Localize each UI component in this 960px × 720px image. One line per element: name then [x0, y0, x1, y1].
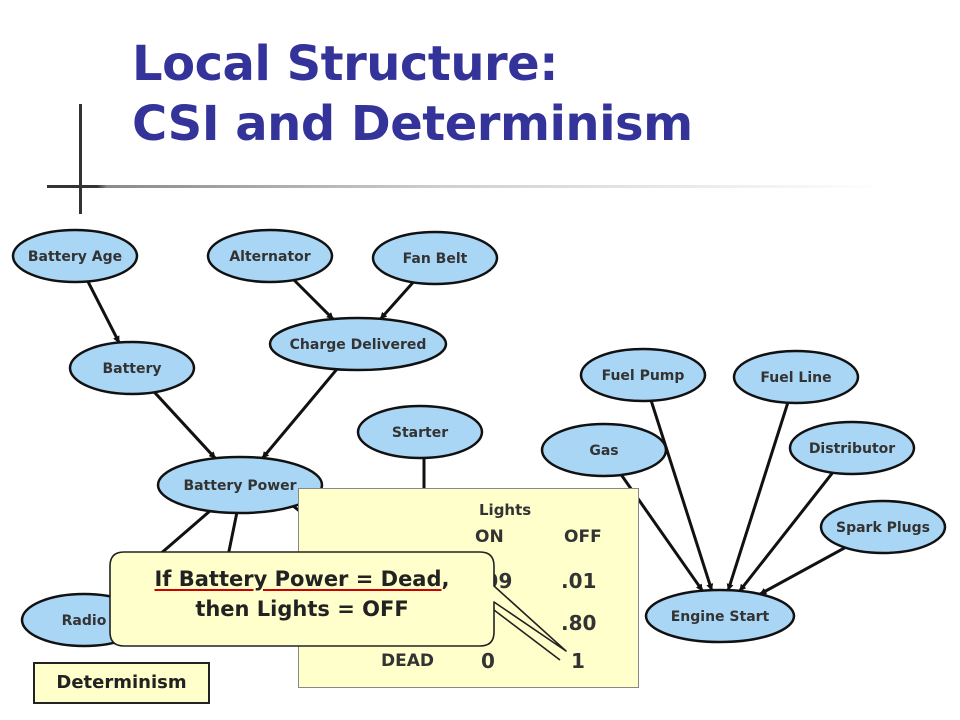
node-spark-plugs-ellipse	[819, 499, 947, 555]
node-fuel-line: Fuel Line	[732, 349, 860, 405]
edge-fuel-line-to-engine-start	[726, 402, 790, 591]
edge-distributor-to-engine-start	[738, 471, 834, 592]
callout-line-2: then Lights = OFF	[195, 597, 409, 621]
node-fan-belt: Fan Belt	[371, 230, 499, 286]
node-engine-start-ellipse	[644, 588, 796, 644]
node-spark-plugs-label: Spark Plugs	[836, 520, 930, 536]
node-distributor: Distributor	[788, 420, 916, 476]
edge-spark-plugs-to-engine-start	[759, 546, 846, 596]
node-battery-label: Battery	[102, 361, 161, 377]
cpt-row3-label: DEAD	[381, 651, 434, 671]
cpt-row3-off-value: 1	[571, 649, 585, 673]
edge-battery-power-lights	[226, 511, 239, 557]
determinism-tag: Determinism	[33, 662, 210, 704]
determinism-callout: If Battery Power = Dead, then Lights = O…	[108, 550, 567, 661]
cpt-row3-on-value: 0	[481, 649, 495, 673]
node-battery-age-label: Battery Age	[28, 249, 122, 265]
node-battery-power-ellipse	[156, 455, 324, 515]
node-battery: Battery	[68, 340, 196, 396]
node-battery-age: Battery Age	[11, 228, 139, 284]
node-battery-power: Battery Power	[156, 455, 324, 515]
cpt-col-on-header: ON	[475, 527, 504, 547]
node-fan-belt-ellipse	[371, 230, 499, 286]
title-decoration-horizontal	[47, 185, 887, 188]
cpt-col-off-header: OFF	[564, 527, 602, 547]
slide-title: Local Structure: CSI and Determinism	[132, 34, 693, 154]
cpt-row2-off-value: .80	[561, 611, 597, 635]
callout-shape	[109, 551, 567, 661]
edge-fuel-pump-to-engine-start	[649, 400, 714, 591]
edge-charge-delivered-to-battery-power	[261, 368, 339, 460]
node-charge-delivered-ellipse	[268, 316, 448, 372]
node-battery-age-ellipse	[11, 228, 139, 284]
node-alternator-label: Alternator	[229, 249, 310, 265]
node-charge-delivered-label: Charge Delivered	[290, 337, 427, 353]
node-gas: Gas	[540, 422, 668, 478]
node-engine-start-label: Engine Start	[671, 609, 770, 625]
node-radio-label: Radio	[62, 613, 107, 629]
node-battery-ellipse	[68, 340, 196, 396]
title-decoration-vertical	[79, 104, 82, 214]
node-engine-start: Engine Start	[644, 588, 796, 644]
node-distributor-label: Distributor	[809, 441, 895, 457]
callout-text: If Battery Power = Dead, then Lights = O…	[108, 564, 496, 624]
edge-battery-to-battery-power	[153, 391, 217, 460]
callout-condition: If Battery Power = Dead	[154, 567, 442, 591]
node-fuel-pump-ellipse	[579, 347, 707, 403]
node-fan-belt-label: Fan Belt	[403, 251, 468, 267]
node-fuel-pump-label: Fuel Pump	[602, 368, 685, 384]
node-charge-delivered: Charge Delivered	[268, 316, 448, 372]
title-line-2: CSI and Determinism	[132, 96, 693, 152]
cpt-variable-label: Lights	[479, 501, 532, 519]
node-starter: Starter	[356, 404, 484, 460]
node-alternator-ellipse	[206, 228, 334, 284]
node-spark-plugs: Spark Plugs	[819, 499, 947, 555]
node-gas-label: Gas	[589, 443, 618, 459]
callout-line-1: If Battery Power = Dead,	[108, 564, 496, 594]
node-gas-ellipse	[540, 422, 668, 478]
node-starter-label: Starter	[392, 425, 448, 441]
node-starter-ellipse	[356, 404, 484, 460]
node-fuel-pump: Fuel Pump	[579, 347, 707, 403]
edge-fan-belt-to-charge-delivered	[379, 281, 415, 320]
edge-battery-age-to-battery	[86, 280, 121, 344]
cpt-row1-off-value: .01	[561, 569, 597, 593]
node-battery-power-label: Battery Power	[183, 478, 296, 494]
callout-comma: ,	[441, 567, 450, 591]
node-distributor-ellipse	[788, 420, 916, 476]
node-fuel-line-ellipse	[732, 349, 860, 405]
edge-alternator-to-charge-delivered	[292, 278, 335, 321]
node-fuel-line-label: Fuel Line	[760, 370, 831, 386]
node-alternator: Alternator	[206, 228, 334, 284]
title-line-1: Local Structure:	[132, 36, 558, 92]
